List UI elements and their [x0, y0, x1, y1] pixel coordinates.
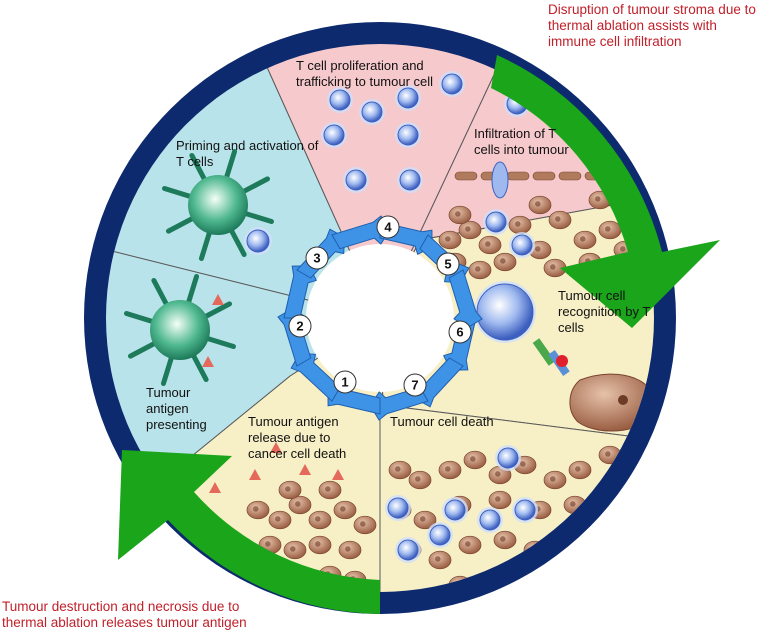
tumour-cell-icon [543, 470, 567, 490]
antigen-icon [249, 469, 261, 480]
tumour-cell-icon [288, 495, 312, 515]
tumour-cell-icon [573, 230, 597, 250]
tumour-cell-icon [488, 490, 512, 510]
step-number-3: 3 [313, 251, 320, 266]
tumour-cell-icon [458, 220, 482, 240]
tumour-cell-icon [388, 460, 412, 480]
t-cell-recognition-icon [474, 281, 536, 343]
t-cell-icon [439, 71, 465, 97]
tumour-cell-icon [598, 220, 622, 240]
tumour-cell-icon [438, 230, 462, 250]
tumour-cell-icon [246, 500, 270, 520]
label-step-4: T cell proliferation and trafficking to … [296, 58, 434, 89]
t-cell-icon [512, 497, 538, 523]
step-badge-6: 6 [448, 320, 472, 344]
tumour-cell-icon [508, 215, 532, 235]
tumour-cell-icon [458, 535, 482, 555]
step-number-6: 6 [456, 325, 463, 340]
t-cell-icon [509, 232, 535, 258]
tumour-cell-icon [528, 195, 552, 215]
extravasating-t-cell-icon [491, 161, 509, 199]
t-cell-icon [359, 99, 385, 125]
antigen-icon [332, 469, 344, 480]
green-arrow-bottom-left [118, 450, 380, 614]
t-cell-icon [395, 122, 421, 148]
label-step-3: Priming and activation of T cells [176, 138, 319, 169]
cycle-arrow-icon [448, 269, 483, 329]
tumour-cell-icon [428, 550, 452, 570]
cycle-center [306, 244, 454, 392]
step-number-5: 5 [444, 257, 451, 272]
tumour-cell-icon [408, 470, 432, 490]
antigen-icon [299, 464, 311, 475]
tumour-cell-icon [438, 460, 462, 480]
tumour-cell-icon [548, 210, 572, 230]
annotation-bottom-left: Tumour destruction and necrosis due to t… [2, 599, 247, 630]
tumour-cell-icon [493, 530, 517, 550]
t-cell-icon [395, 85, 421, 111]
t-cell-icon [477, 507, 503, 533]
tumour-cell-icon [278, 480, 302, 500]
step-number-4: 4 [384, 220, 392, 235]
dendritic-cell-icon [162, 149, 274, 261]
antigen-icon [270, 442, 282, 453]
label-step-2: Tumour antigen presenting [146, 385, 207, 432]
tumour-cell-icon [308, 510, 332, 530]
tumour-cell-icon [318, 480, 342, 500]
step-badge-1: 1 [333, 370, 357, 394]
tumour-cell-icon [493, 252, 517, 272]
t-cell-icon [385, 495, 411, 521]
antigen-icon [212, 294, 224, 305]
label-step-7: Tumour cell death [390, 414, 494, 429]
step-number-1: 1 [341, 375, 348, 390]
label-step-5: Infiltration of T cells into tumour [474, 126, 569, 157]
t-cell-icon [395, 537, 421, 563]
antigen-recognition-icon [556, 355, 568, 367]
step-badge-2: 2 [288, 314, 312, 338]
label-step-6: Tumour cell recognition by T cells [558, 288, 651, 335]
label-step-1: Tumour antigen release due to cancer cel… [248, 414, 347, 461]
step-number-2: 2 [296, 319, 303, 334]
tumour-cell-icon [308, 535, 332, 555]
t-cell-icon [321, 122, 347, 148]
tumour-cell-icon [448, 205, 472, 225]
antigen-icon [202, 356, 214, 367]
cell-illustrations [124, 71, 654, 592]
step-badge-4: 4 [376, 215, 400, 239]
tumour-cell-icon [338, 540, 362, 560]
annotation-top-right: Disruption of tumour stroma due to therm… [548, 2, 756, 49]
tumour-cell-icon [353, 515, 377, 535]
tumour-cell-icon [283, 540, 307, 560]
step-badge-7: 7 [403, 373, 427, 397]
tumour-cell-icon [463, 450, 487, 470]
step-badge-3: 3 [305, 246, 329, 270]
tumour-cell-icon [468, 260, 492, 280]
t-cell-icon [397, 167, 423, 193]
antigen-icon [209, 482, 221, 493]
tumour-cell-icon [568, 460, 592, 480]
t-cell-icon [327, 87, 353, 113]
tumour-cell-icon [413, 510, 437, 530]
tumour-cell-icon [333, 500, 357, 520]
step-badge-5: 5 [436, 252, 460, 276]
green-arrow-top-right [491, 55, 720, 328]
t-cell-icon [483, 209, 509, 235]
step-numbers: 1 2 3 4 5 6 7 [288, 215, 472, 397]
green-arrows [118, 55, 720, 614]
t-cell-icon [244, 227, 272, 255]
tumour-cell-icon [268, 510, 292, 530]
t-cell-icon [495, 445, 521, 471]
t-cell-icon [343, 167, 369, 193]
step-number-7: 7 [411, 378, 418, 393]
t-cell-icon [427, 522, 453, 548]
tumour-cell-icon [478, 235, 502, 255]
t-cell-icon [442, 497, 468, 523]
dendritic-cell-icon [124, 274, 236, 386]
